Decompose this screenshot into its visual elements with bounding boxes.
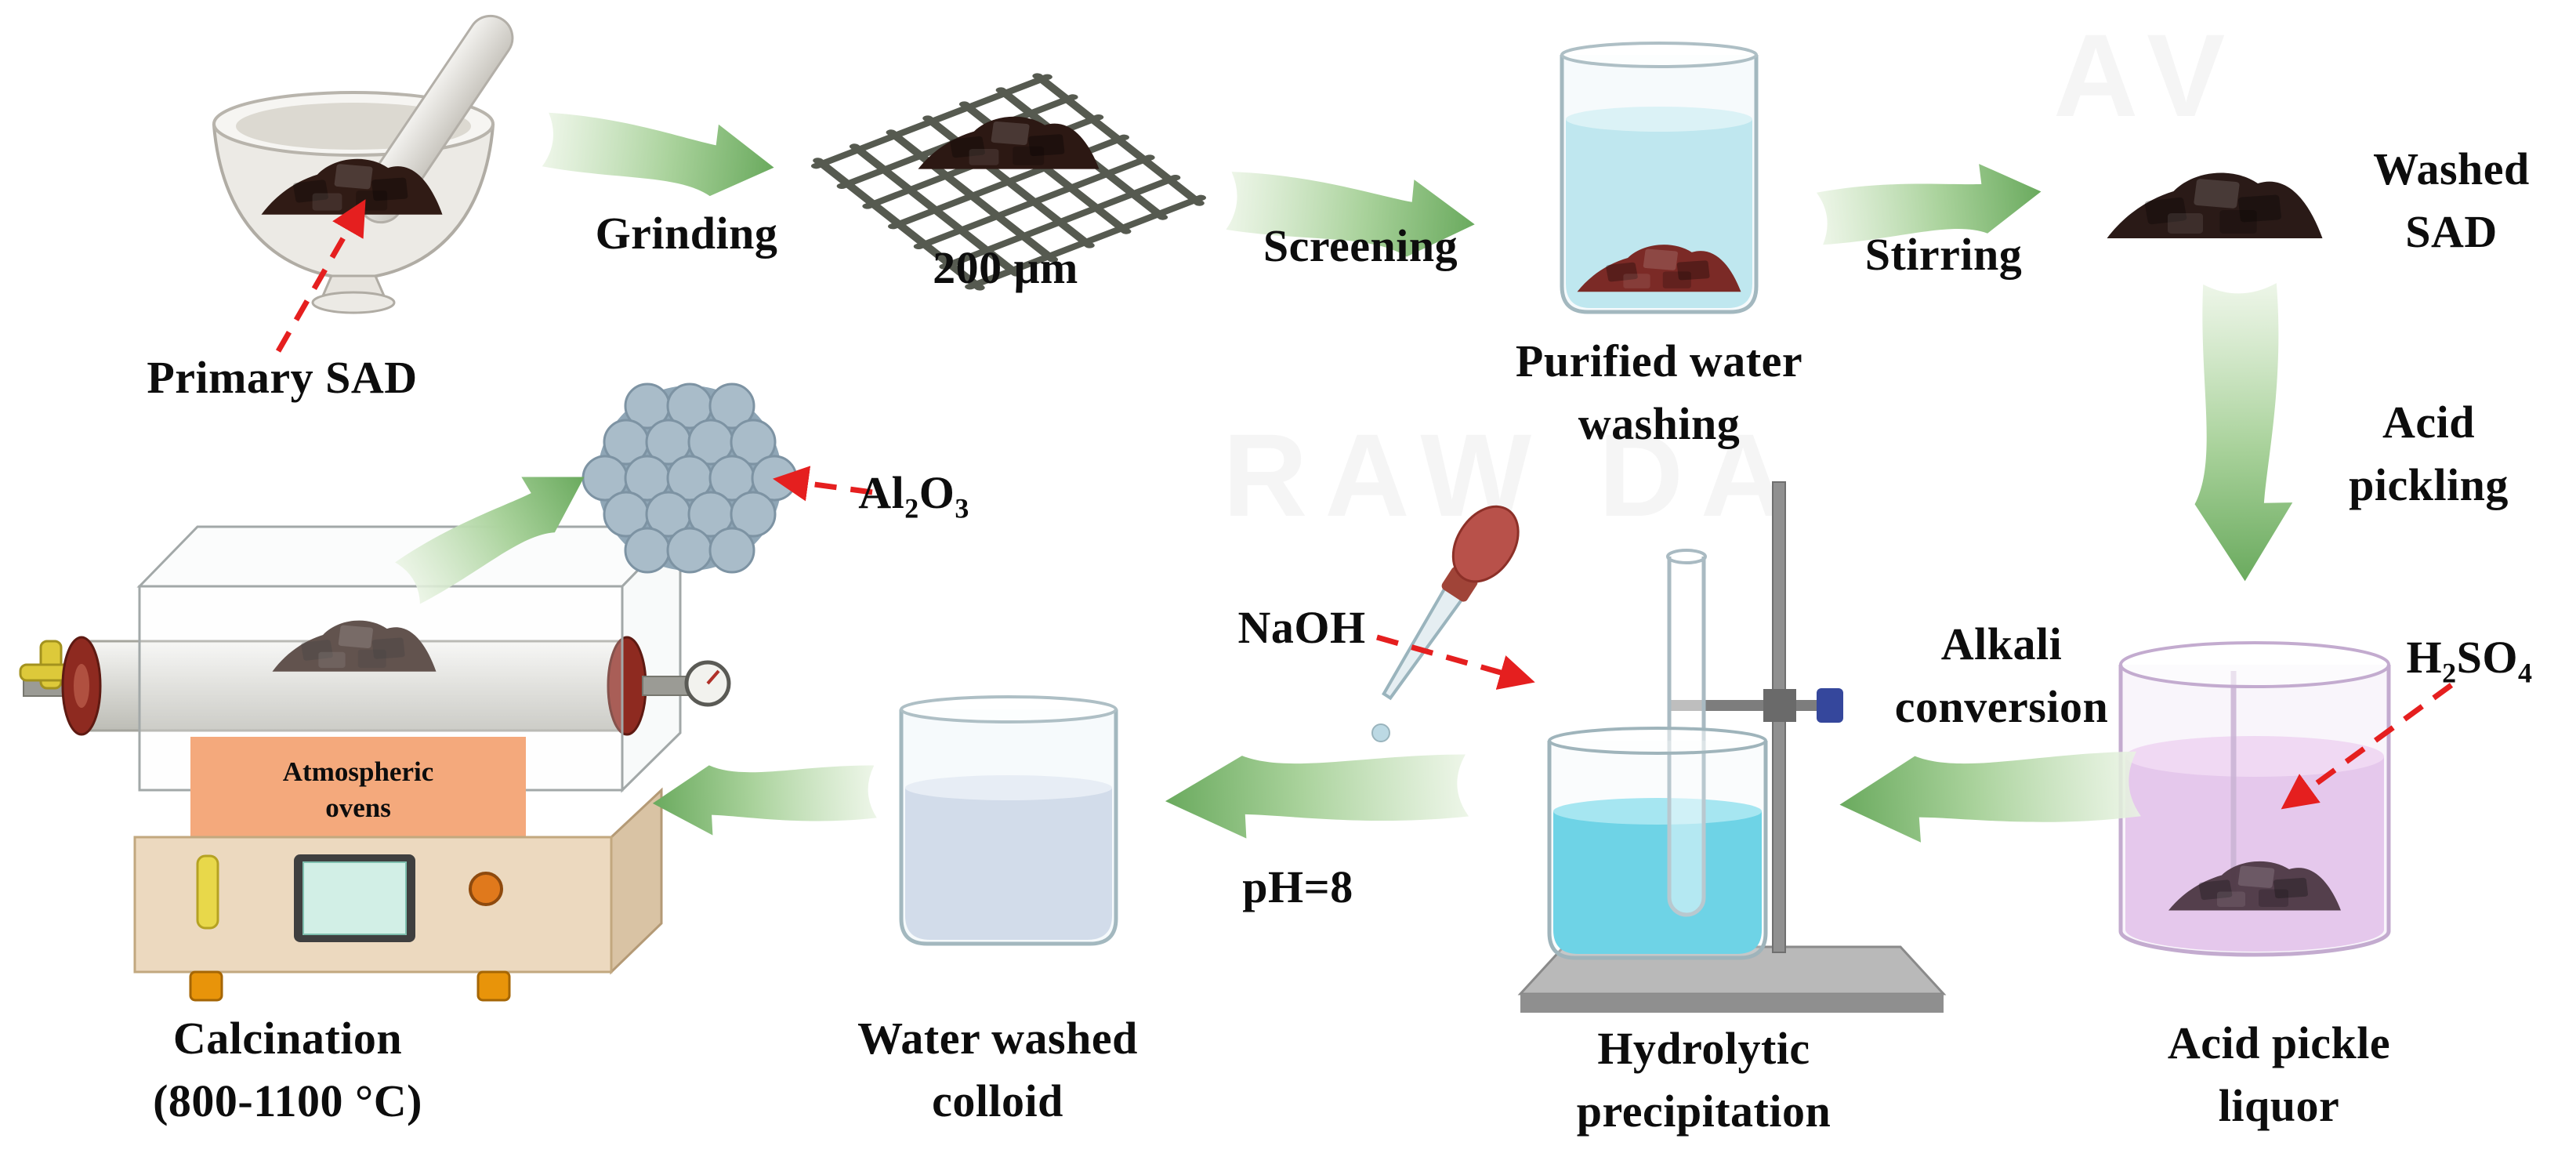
label-grinding: Grinding: [595, 208, 778, 259]
control-box-side: [610, 787, 663, 975]
sieve-mesh: [810, 73, 1207, 291]
clamp-knob: [1817, 688, 1843, 723]
arrow-alkali-conversion: [1836, 740, 2142, 848]
beaker-rim: [900, 695, 1118, 723]
arrow-al2o3-pointer: [772, 466, 873, 502]
mesh-grid: [810, 73, 1207, 291]
naoh-drop: [1371, 723, 1390, 742]
label-h2so4: H2SO4: [2406, 632, 2533, 689]
right-stub-rod: [642, 676, 689, 696]
tube-furnace: [19, 524, 731, 1002]
power-knob: [469, 872, 503, 906]
beaker-rim: [1560, 42, 1758, 68]
label-hydrolytic-precipitation: Hydrolytic precipitation: [1576, 1023, 1831, 1137]
furnace-foot-right: [476, 970, 511, 1002]
left-flange-hub: [74, 664, 89, 708]
label-mesh-size: 200 μm: [933, 242, 1078, 293]
arrow-naoh-pointer: [1376, 634, 1535, 690]
label-washed-sad: Washed SAD: [2373, 143, 2530, 257]
arrow-colloid-to-furnace: [650, 756, 878, 839]
label-atmospheric-ovens: Atmospheric ovens: [282, 756, 434, 823]
label-alkali-conversion: Alkali conversion: [1894, 618, 2109, 732]
dropper-tube: [1382, 586, 1465, 701]
washed-sad-pile: [2107, 172, 2323, 238]
label-screening: Screening: [1263, 220, 1458, 271]
acid-surface: [2125, 736, 2384, 777]
display-screen: [303, 861, 407, 935]
arrow-hydrolysis-to-colloid: [1163, 744, 1469, 843]
solution-surface: [1553, 798, 1762, 825]
acid-liquor: [2125, 756, 2384, 952]
gauge-needle: [706, 669, 720, 685]
oven-label-panel: [190, 737, 526, 837]
dropper-bulb: [1451, 505, 1520, 583]
hydrolysis-station: [1371, 481, 1947, 1013]
label-acid-pickle-liquor: Acid pickle liquor: [2167, 1017, 2391, 1131]
vessel-acid-pickle: [2118, 641, 2391, 957]
label-al2o3: Al2O3: [858, 467, 969, 524]
furnace-foot-left: [189, 970, 223, 1002]
mortar-foot: [311, 291, 396, 314]
mortar-and-pestle: [212, 14, 514, 314]
label-acid-pickling: Acid pickling: [2349, 397, 2509, 510]
beaker-purified-water: [1560, 42, 1759, 314]
label-purified-water-washing: Purified water washing: [1515, 335, 1803, 449]
dropper: [1382, 505, 1520, 701]
arrow-grinding: [541, 103, 779, 204]
colloid-liquid: [905, 788, 1112, 940]
beaker-water-washed-colloid: [899, 695, 1118, 946]
clamp-boss: [1763, 689, 1796, 722]
indicator-lamp: [196, 854, 219, 930]
label-calcination: Calcination (800-1100 °C): [153, 1013, 422, 1126]
arrow-acid-pickling: [2190, 282, 2295, 582]
test-tube-mouth: [1666, 549, 1707, 564]
label-water-washed-colloid: Water washed colloid: [857, 1013, 1138, 1126]
vessel-rim: [2119, 641, 2390, 688]
arrow-primary-sad-pointer: [275, 199, 366, 353]
water-surface: [1566, 107, 1752, 132]
stand-base-front: [1520, 994, 1944, 1013]
label-ph: pH=8: [1242, 861, 1353, 912]
label-naoh: NaOH: [1237, 602, 1366, 653]
naoh-solution: [1553, 811, 1762, 954]
label-stirring: Stirring: [1864, 229, 2023, 280]
colloid-surface: [905, 775, 1112, 800]
beaker-rim: [1548, 727, 1767, 755]
label-primary-sad: Primary SAD: [147, 352, 418, 403]
beaker-glass: [1547, 741, 1768, 960]
